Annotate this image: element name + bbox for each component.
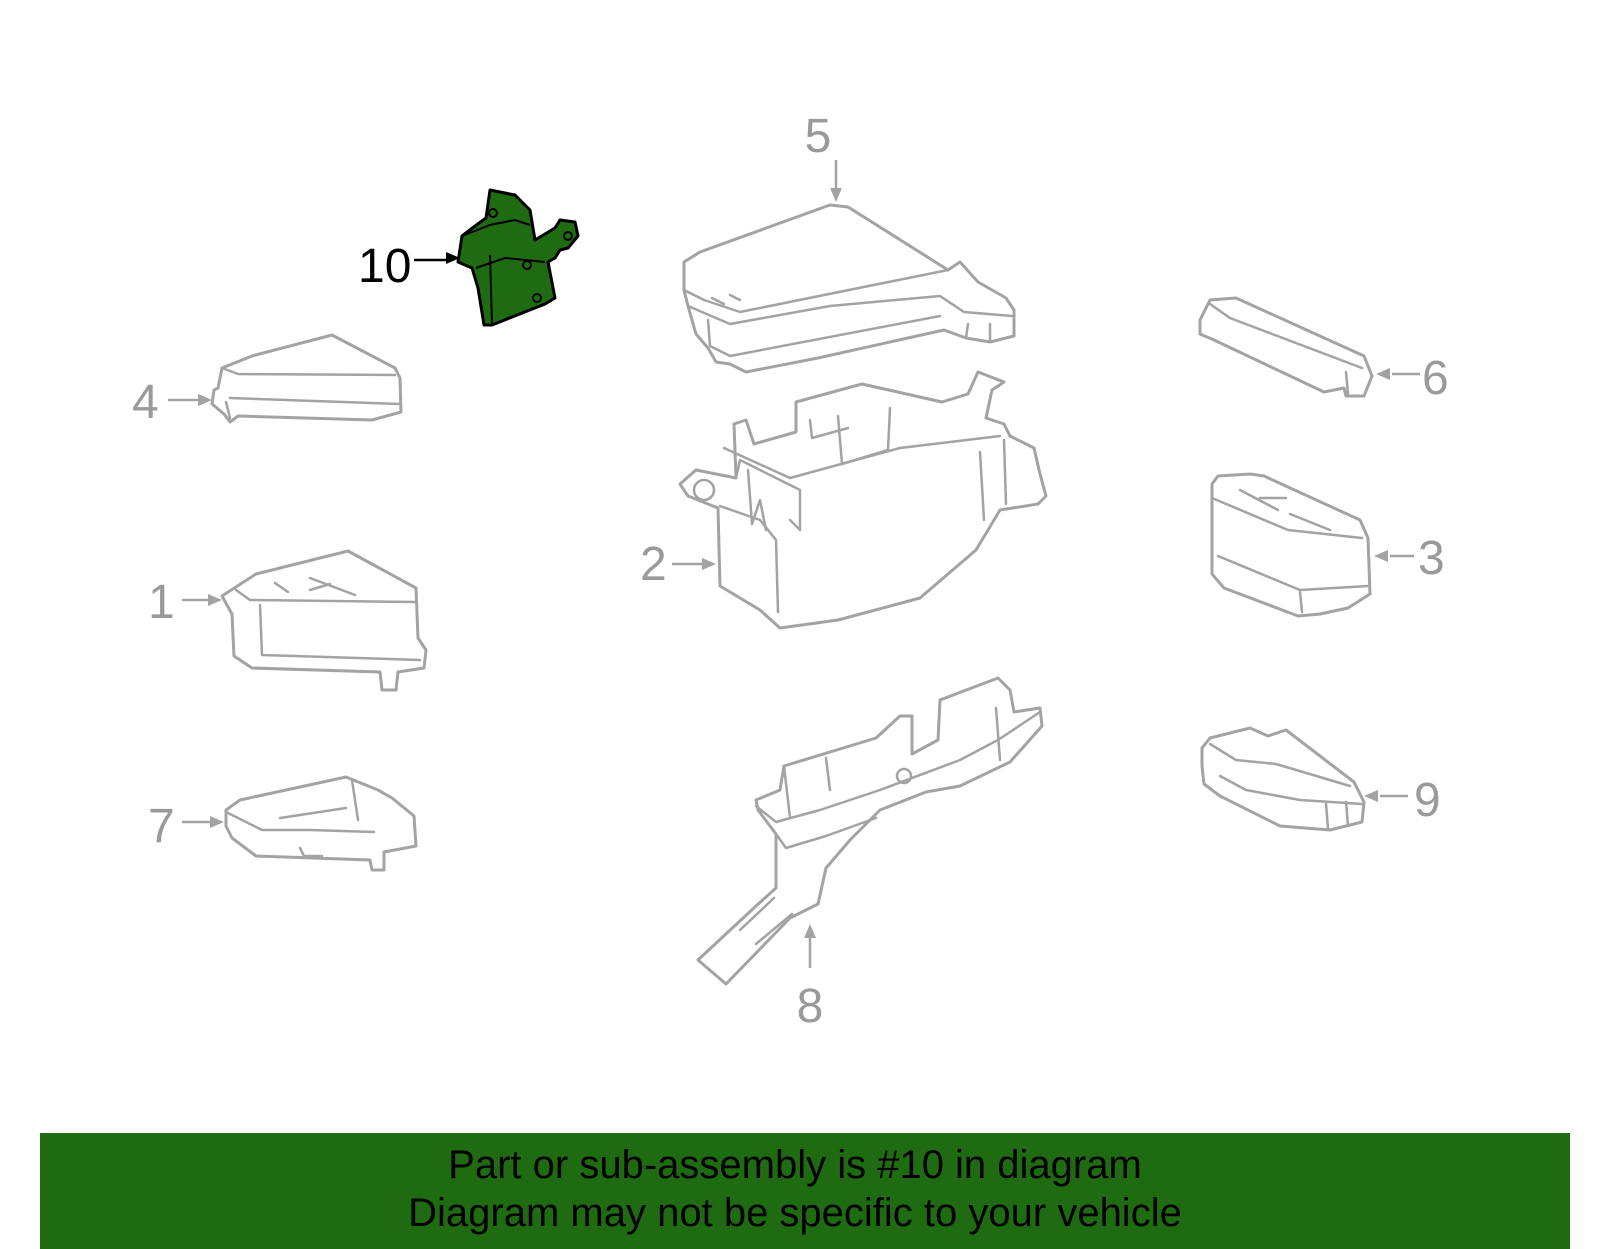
- part-5-cover[interactable]: [682, 203, 1016, 374]
- callout-3-label: 3: [1418, 532, 1445, 585]
- callout-2: 2: [640, 538, 716, 591]
- part-7-cover[interactable]: [224, 775, 418, 872]
- part-2-box[interactable]: [678, 370, 1048, 630]
- part-4-cover[interactable]: [210, 333, 403, 424]
- callout-9: 9: [1364, 774, 1441, 827]
- part-1-cover[interactable]: [220, 549, 428, 692]
- callout-8-label: 8: [797, 980, 824, 1033]
- part-10-bracket[interactable]: [456, 188, 580, 327]
- callout-5-label: 5: [805, 110, 832, 163]
- callout-6-label: 6: [1422, 352, 1449, 405]
- callout-4-label: 4: [132, 376, 159, 429]
- callout-10: 10: [358, 240, 460, 293]
- callout-9-label: 9: [1414, 774, 1441, 827]
- callout-6: 6: [1376, 352, 1449, 405]
- callout-8: 8: [797, 924, 824, 1033]
- banner-line-1: Part or sub-assembly is #10 in diagram: [448, 1143, 1142, 1187]
- callout-3: 3: [1374, 532, 1445, 585]
- callout-1-label: 1: [148, 576, 175, 629]
- banner-line-2: Diagram may not be specific to your vehi…: [408, 1191, 1182, 1235]
- part-3-block[interactable]: [1210, 472, 1372, 618]
- part-6-cover[interactable]: [1198, 296, 1374, 398]
- callout-2-label: 2: [640, 538, 667, 591]
- callout-5: 5: [805, 110, 842, 202]
- part-8-bracket[interactable]: [696, 676, 1044, 986]
- callout-10-label: 10: [358, 240, 411, 293]
- part-9-block[interactable]: [1200, 726, 1366, 832]
- callout-1: 1: [148, 576, 222, 629]
- callout-4: 4: [132, 376, 212, 429]
- info-banner: Part or sub-assembly is #10 in diagram D…: [40, 1133, 1570, 1249]
- callout-7-label: 7: [148, 800, 175, 853]
- callout-7: 7: [148, 800, 224, 853]
